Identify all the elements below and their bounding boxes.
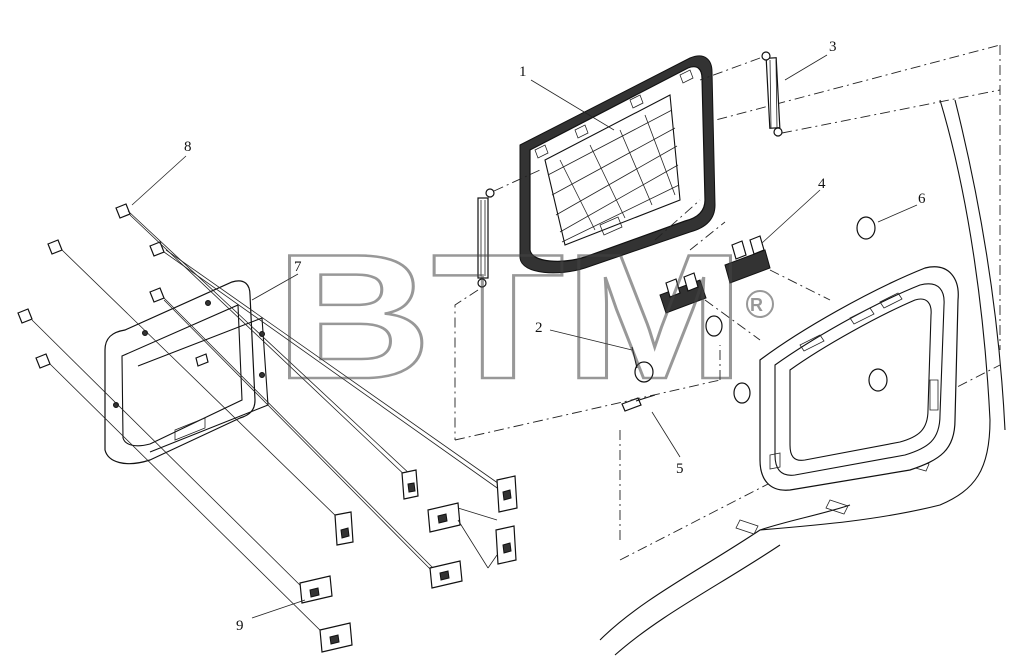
storage-box — [104, 280, 269, 465]
gas-strut-right — [699, 51, 1001, 137]
hatch-panel — [519, 55, 716, 274]
callout-9: 9 — [236, 618, 244, 634]
rubber-bumpers — [705, 216, 876, 404]
callout-5: 5 — [676, 461, 684, 477]
callout-4: 4 — [818, 176, 826, 192]
callout-6: 6 — [918, 191, 926, 207]
callout-8: 8 — [184, 139, 192, 155]
clips — [299, 469, 518, 653]
callout-1: 1 — [519, 64, 527, 80]
callout-3: 3 — [829, 39, 837, 55]
registered-mark: R — [750, 295, 763, 315]
registered-mark-circle — [746, 290, 774, 318]
hinge-left — [659, 272, 707, 314]
gas-strut-left — [454, 169, 541, 440]
callout-2: 2 — [535, 320, 543, 336]
pin-2 — [631, 346, 654, 383]
callout-7: 7 — [294, 259, 302, 275]
leader-lines — [131, 54, 918, 619]
watermark-text: BTM — [275, 217, 745, 416]
hinge-right — [724, 235, 771, 284]
door-frame — [759, 266, 959, 491]
btm-watermark: BTM R — [274, 216, 774, 417]
screw-axis-lines — [31, 210, 503, 641]
callout-labels: 1 2 3 4 5 6 7 8 9 — [184, 39, 926, 634]
